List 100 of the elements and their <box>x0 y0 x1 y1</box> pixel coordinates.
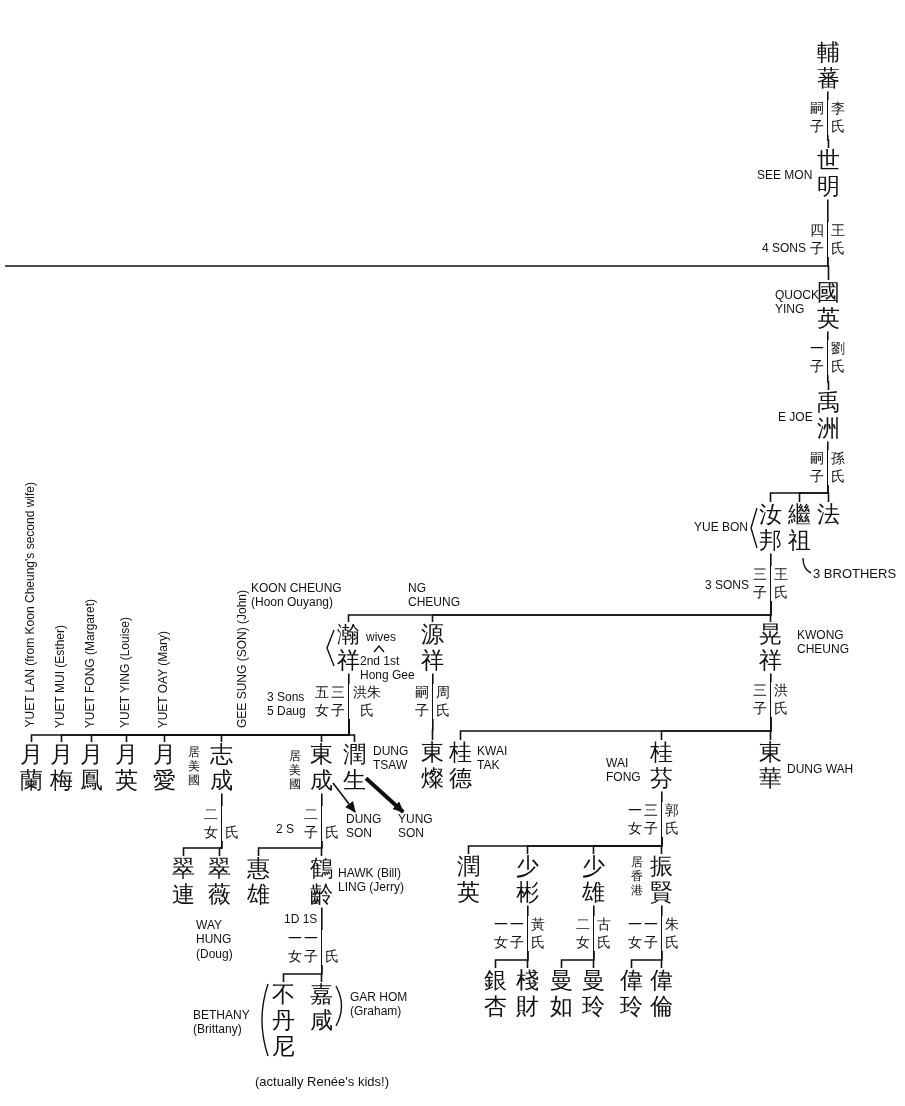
children-count-text: 嗣子 <box>810 450 824 485</box>
connector-line <box>348 718 356 743</box>
annotation-text: WAY HUNG (Doug) <box>196 918 234 962</box>
annotation-text: DUNG SON <box>346 812 386 841</box>
children-count-text: 一女 <box>288 930 302 965</box>
annotation-text: GAR HOM (Graham) <box>350 990 409 1019</box>
person-name: 東成 <box>310 742 333 794</box>
connector-line <box>526 950 529 969</box>
annotation-text: KOON CHEUNG (Hoon Ouyang) <box>251 581 343 610</box>
connector-line <box>827 90 829 101</box>
person-name: 月蘭 <box>20 742 43 794</box>
person-name: 桂芬 <box>650 740 673 792</box>
spouse-surname-text: 王氏 <box>827 222 845 257</box>
connector-line <box>431 718 434 741</box>
children-count-text: 一子 <box>304 930 318 965</box>
person-name: 輔蕃 <box>817 40 840 92</box>
person-name: 少雄 <box>582 854 605 906</box>
children-count-text: 二子 <box>304 806 318 841</box>
annotation-text: SEE MON <box>757 168 813 183</box>
person-name: 嘉咸 <box>310 982 333 1034</box>
person-name: 偉玲 <box>620 968 643 1020</box>
annotation-text: E JOE <box>778 410 813 425</box>
spouse-surname-text: 氏 <box>221 806 239 841</box>
annotation-text: wives <box>366 630 396 645</box>
spouse-surname-text: 洪朱氏 <box>348 684 382 719</box>
spouse-surname-text: 李氏 <box>827 100 845 135</box>
children-count-text: 一女 <box>628 916 642 951</box>
person-name: 東燦 <box>421 740 444 792</box>
person-name: 翠連 <box>172 856 195 908</box>
children-count-text: 嗣子 <box>810 100 824 135</box>
spouse-surname-text: 古氏 <box>593 916 611 951</box>
annotation-text: (actually Renée's kids!) <box>255 1074 389 1090</box>
annotation-text: YUE BON <box>694 520 748 535</box>
connector-line <box>827 440 829 451</box>
person-name: 潤生 <box>343 742 366 794</box>
connector-line <box>770 672 772 683</box>
connector-line <box>661 790 663 803</box>
annotation-text: KWAI TAK <box>477 744 509 773</box>
spouse-surname-text: 郭氏 <box>661 802 679 837</box>
connector-line <box>660 836 663 855</box>
annotation-text: WAI FONG <box>606 756 642 785</box>
person-name: 晃祥 <box>759 622 782 674</box>
children-count-text: 四子 <box>810 222 824 257</box>
connector-line <box>827 330 829 341</box>
connector-line <box>592 950 595 969</box>
children-count-text: 二女 <box>204 806 218 841</box>
children-count-text: 五女 <box>315 684 329 719</box>
connector-line <box>660 950 663 969</box>
connector-line <box>661 904 663 917</box>
children-count-text: 一女 <box>628 802 642 837</box>
person-name: 志成 <box>210 742 233 794</box>
connector-line <box>218 840 223 857</box>
annotation-text: NG CHEUNG <box>408 581 461 610</box>
connector-line <box>593 904 595 917</box>
annotation-text: YUET MUI (Esther) <box>54 624 68 728</box>
person-name: 惠雄 <box>247 856 270 908</box>
person-name: 禹洲 <box>817 390 840 442</box>
annotation-text: YUET OAY (Mary) <box>157 630 171 728</box>
connector-line <box>320 840 323 857</box>
person-name: 東華 <box>759 740 782 792</box>
spouse-surname-text: 黃氏 <box>527 916 545 951</box>
person-name: 月梅 <box>50 742 73 794</box>
annotation-text: GEE SUNG (SON) (John) <box>236 589 250 728</box>
children-count-text: 嗣子 <box>415 684 429 719</box>
person-name: 少彬 <box>516 854 539 906</box>
connector-line <box>827 134 830 149</box>
arrow <box>364 776 405 814</box>
connector-line <box>321 792 323 807</box>
annotation-text: YUET YING (Louise) <box>119 617 133 728</box>
person-name: 銀杏 <box>484 968 507 1020</box>
person-name: 繼祖 <box>788 502 811 554</box>
spouse-surname-text: 孫氏 <box>827 450 845 485</box>
connector-line <box>4 256 829 267</box>
connector-line <box>432 672 434 685</box>
person-name: 潤英 <box>457 854 480 906</box>
annotation-text: 居美國 <box>188 746 200 788</box>
connector-line <box>769 600 772 623</box>
annotation-text: YUET FONG (Margaret) <box>84 598 98 728</box>
children-count-text: 一女 <box>494 916 508 951</box>
connector-line <box>527 904 529 917</box>
annotation-text: 居美國 <box>289 750 301 792</box>
connector-line <box>770 552 772 567</box>
annotation-text: DUNG TSAW <box>373 744 410 773</box>
spouse-surname-text: 洪氏 <box>770 682 788 717</box>
person-name: 曼如 <box>550 968 573 1020</box>
person-name: 翠薇 <box>208 856 231 908</box>
person-name: 桂德 <box>449 740 472 792</box>
connector-line <box>827 374 830 391</box>
spouse-surname-text: 周氏 <box>432 684 450 719</box>
person-name: 世明 <box>817 148 840 200</box>
person-name: 不丹尼 <box>272 982 295 1060</box>
connector-line <box>321 906 323 931</box>
annotation-text: 居香港 <box>631 856 643 898</box>
arrow <box>332 782 356 813</box>
person-name: 國英 <box>817 280 840 332</box>
children-count-text: 一子 <box>510 916 524 951</box>
children-count-text: 三子 <box>753 682 767 717</box>
spouse-surname-text: 氏 <box>321 806 339 841</box>
connector-line <box>827 198 829 223</box>
annotation-text: KWONG CHEUNG <box>797 628 850 657</box>
